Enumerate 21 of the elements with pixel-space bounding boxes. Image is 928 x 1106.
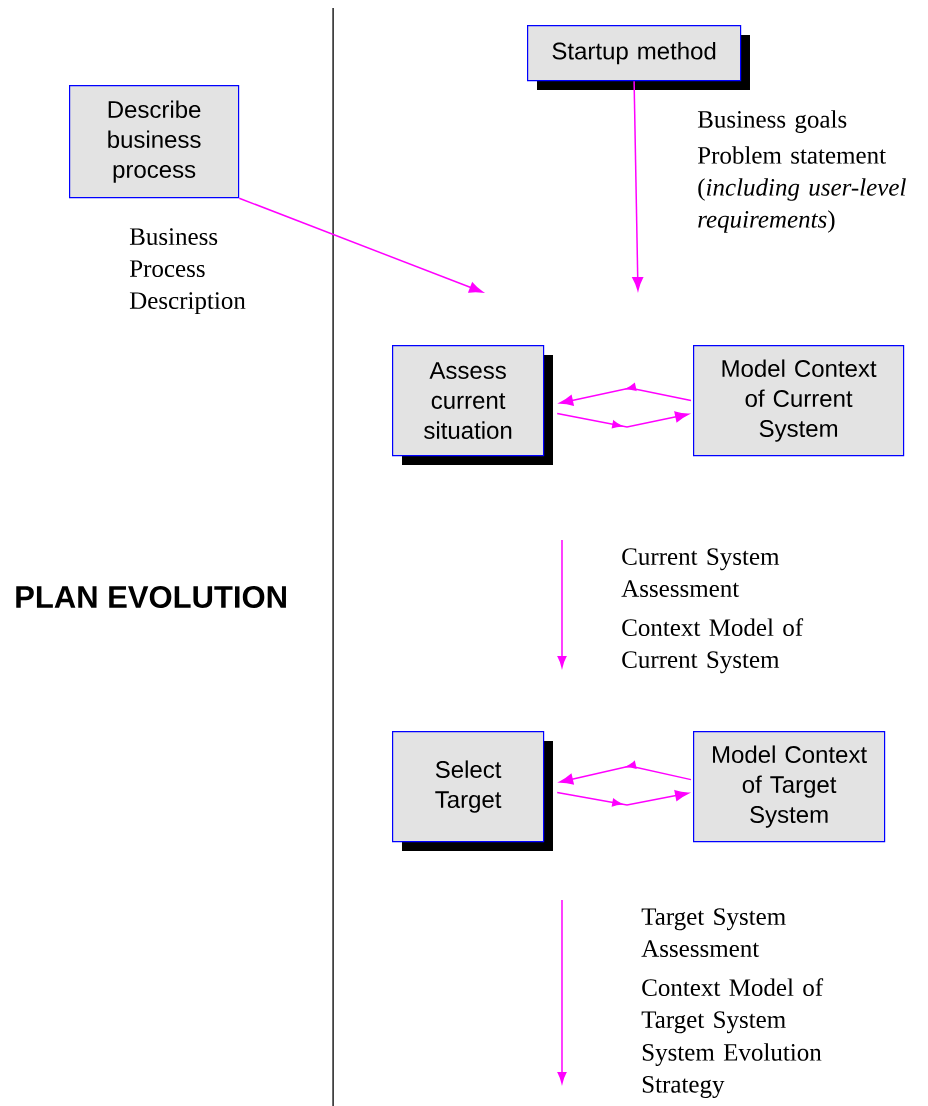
process-box: Select Target	[392, 731, 553, 851]
process-box: Model Context of Current System	[693, 345, 905, 457]
process-box: Assess current situation	[392, 345, 553, 465]
annotation-text: Target System Assessment	[641, 908, 786, 957]
arrow	[556, 790, 689, 807]
annotation-text: Problem statement (including user-level requirements)	[697, 146, 906, 233]
process-box: Model Context of Target System	[693, 731, 886, 843]
annotation-text: Context Model of Target System	[641, 978, 824, 1034]
process-box: Describe business process	[69, 85, 240, 199]
arrow	[559, 383, 692, 406]
arrow	[556, 411, 689, 429]
arrow	[559, 761, 692, 785]
annotation-text: Business goals	[697, 110, 847, 133]
arrow	[632, 80, 644, 291]
arrow	[238, 197, 483, 293]
section-heading: PLAN EVOLUTION	[16, 586, 286, 608]
annotation-text: Context Model of Current System	[622, 618, 804, 674]
process-box: Startup method	[527, 25, 750, 90]
annotation-text: Business Process Description	[129, 228, 246, 315]
annotation-text: Current System Assessment	[621, 548, 780, 597]
annotation-text: System Evolution Strategy	[642, 1043, 822, 1098]
